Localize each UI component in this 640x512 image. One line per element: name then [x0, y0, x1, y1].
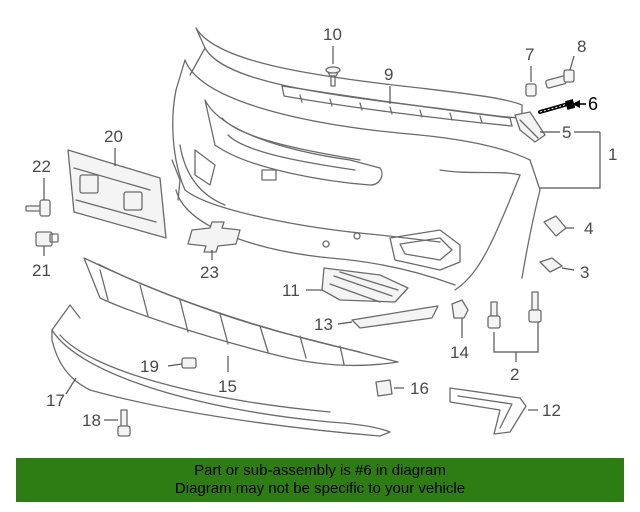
- part-10-push-pin: [325, 66, 341, 87]
- part-15-deflector: [83, 257, 399, 367]
- part-4-clip: [543, 215, 567, 237]
- callout-16: 16: [410, 379, 429, 398]
- callout-9: 9: [384, 65, 393, 84]
- part-7-nut: [525, 83, 537, 97]
- callout-18: 18: [82, 411, 101, 430]
- part-14-clip: [451, 299, 469, 319]
- callout-13: 13: [314, 315, 333, 334]
- callout-labels: 10 9 7 8 6 5 1 4 3 20 22 21 23 11 13 14 …: [32, 25, 617, 430]
- part-19-clip: [181, 357, 197, 369]
- callout-17: 17: [46, 391, 65, 410]
- part-22-screw: [25, 199, 51, 217]
- banner-line-1: Part or sub-assembly is #6 in diagram: [194, 462, 446, 479]
- callout-5: 5: [562, 123, 571, 142]
- callout-4: 4: [584, 219, 593, 238]
- part-9-upper-retainer: [281, 85, 513, 127]
- callout-10: 10: [323, 25, 342, 44]
- part-20-plate-bracket: [67, 149, 167, 239]
- callout-3: 3: [580, 263, 589, 282]
- callout-14: 14: [450, 343, 469, 362]
- part-2-bolts: [487, 291, 542, 329]
- callout-12: 12: [542, 401, 561, 420]
- part-1-bumper-fascia: [171, 27, 541, 291]
- part-23-emblem: [187, 221, 241, 253]
- callout-6: 6: [588, 94, 598, 114]
- callout-21: 21: [32, 261, 51, 280]
- part-3-clip: [539, 257, 563, 273]
- callout-1: 1: [608, 145, 617, 164]
- callout-19: 19: [140, 357, 159, 376]
- callout-7: 7: [525, 45, 534, 64]
- leader-lines: [43, 46, 601, 421]
- part-6-screw: [538, 99, 576, 114]
- info-banner: Part or sub-assembly is #6 in diagram Di…: [16, 458, 624, 502]
- part-5-bracket: [514, 111, 546, 143]
- callout-11: 11: [282, 281, 300, 300]
- part-8-bolt: [545, 69, 575, 89]
- part-17-lower-fascia: [51, 304, 391, 437]
- part-12-bezel: [449, 387, 527, 435]
- part-16-clip: [375, 379, 393, 397]
- banner-line-2: Diagram may not be specific to your vehi…: [174, 480, 466, 497]
- part-18-bolt: [117, 409, 131, 437]
- callout-2: 2: [510, 365, 519, 384]
- part-21-bolt: [35, 231, 59, 247]
- callout-20: 20: [104, 127, 123, 146]
- callout-15: 15: [218, 377, 237, 396]
- part-11-grille-insert: [321, 267, 409, 303]
- part-13-molding: [351, 305, 439, 329]
- callout-8: 8: [577, 37, 586, 56]
- callout-23: 23: [200, 263, 219, 282]
- callout-22: 22: [32, 157, 51, 176]
